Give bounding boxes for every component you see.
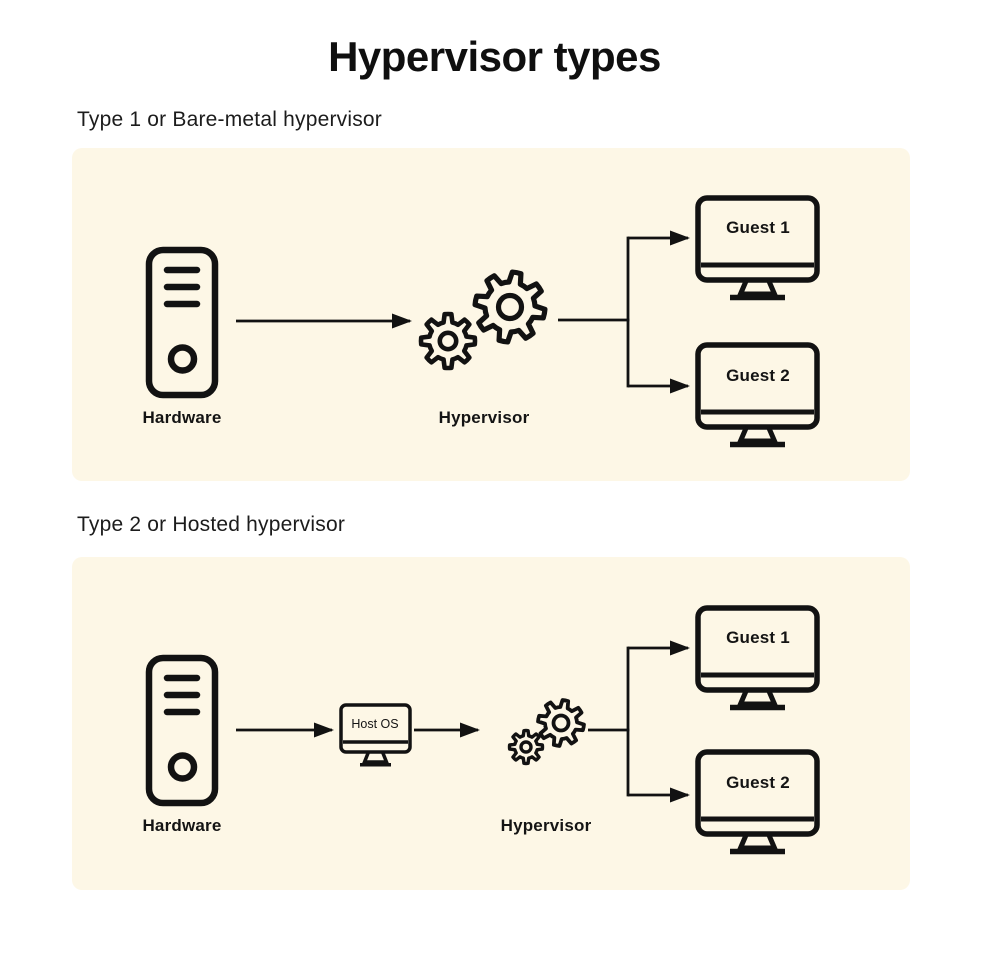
panel-type1: Hardware Hypervisor Guest 1 Guest 2 xyxy=(72,148,910,481)
hardware-label: Hardware xyxy=(142,816,222,835)
panel-type2: Hardware Host OS Hypervisor Guest 1 Gues… xyxy=(72,557,910,890)
hardware-label: Hardware xyxy=(142,408,222,427)
section-label-type1: Type 1 or Bare-metal hypervisor xyxy=(77,108,382,131)
hypervisor-gears-icon xyxy=(421,272,545,368)
type2-diagram-canvas xyxy=(72,557,910,890)
guest2-monitor-icon xyxy=(698,752,817,852)
guest1-label: Guest 1 xyxy=(726,628,790,647)
hardware-server-icon xyxy=(149,658,215,803)
hypervisor-label: Hypervisor xyxy=(500,816,592,835)
hypervisor-label: Hypervisor xyxy=(438,408,530,427)
type1-diagram-canvas xyxy=(72,148,910,481)
guest2-monitor-icon xyxy=(698,345,817,445)
page-title: Hypervisor types xyxy=(328,33,661,80)
guest1-monitor-icon xyxy=(698,608,817,708)
hypervisor-gears-icon xyxy=(509,700,583,763)
hardware-server-icon xyxy=(149,250,215,395)
guest2-label: Guest 2 xyxy=(726,366,790,385)
guest1-monitor-icon xyxy=(698,198,817,298)
section-label-type2: Type 2 or Hosted hypervisor xyxy=(77,513,346,536)
guest2-label: Guest 2 xyxy=(726,773,790,792)
host-os-label: Host OS xyxy=(351,717,399,731)
guest1-label: Guest 1 xyxy=(726,218,790,237)
host-os-monitor-icon xyxy=(341,705,410,765)
